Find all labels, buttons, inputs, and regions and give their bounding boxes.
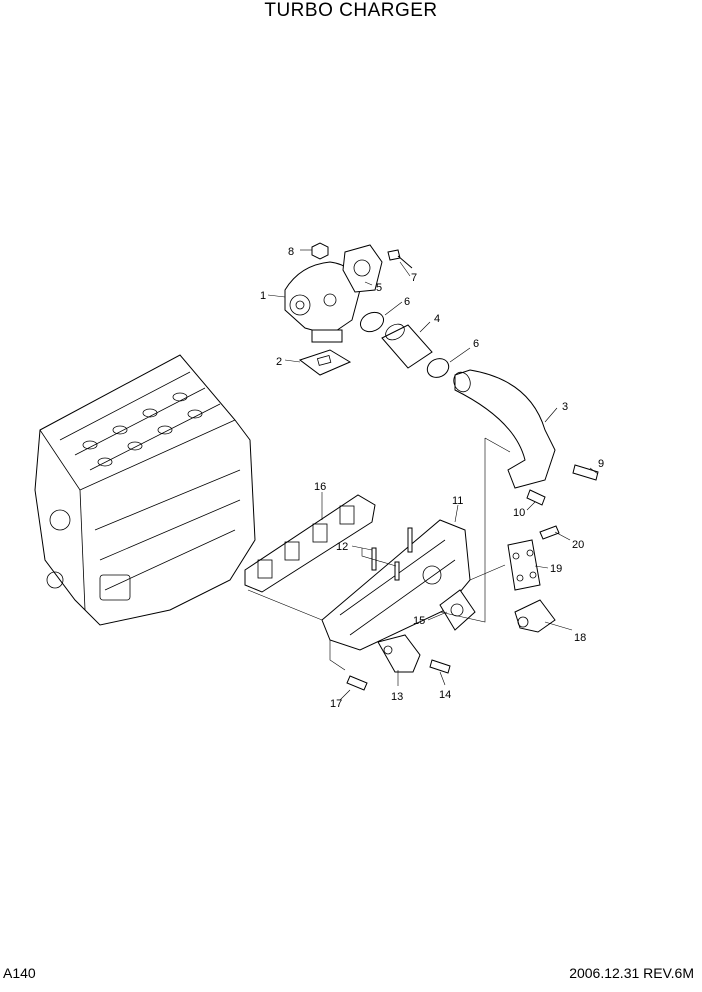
- callout-19: 19: [550, 563, 562, 575]
- engine-block: [34, 354, 256, 626]
- callout-7: 7: [411, 272, 417, 284]
- callout-16: 16: [314, 481, 326, 493]
- page-title: TURBO CHARGER: [264, 0, 438, 21]
- callout-12: 12: [336, 541, 348, 553]
- callout-11: 11: [452, 495, 463, 507]
- callout-14: 14: [439, 689, 451, 701]
- bracket-part-13: [377, 634, 421, 673]
- gasket-part-2: [298, 349, 352, 376]
- callout-5: 5: [376, 282, 382, 294]
- elbow-part-18: [514, 599, 556, 633]
- turbocharger-part-1: [284, 261, 361, 343]
- callout-15: 15: [413, 615, 425, 627]
- gasket-part-5: [342, 244, 383, 293]
- clamp-part-6-upper: [359, 311, 385, 333]
- bolt-part-10: [526, 489, 546, 506]
- pipe-part-3: [454, 369, 556, 489]
- gasket-part-15: [439, 589, 476, 631]
- callout-18: 18: [574, 632, 586, 644]
- callout-4: 4: [434, 313, 440, 325]
- leader-lines: [267, 249, 599, 701]
- stud-part-12: [371, 527, 413, 581]
- callout-8: 8: [288, 246, 294, 258]
- callout-10: 10: [513, 507, 525, 519]
- callout-20: 20: [572, 539, 584, 551]
- bolt-part-9: [572, 464, 599, 481]
- callout-13: 13: [391, 691, 403, 703]
- bolt-part-20: [539, 525, 560, 540]
- cover-part-19: [507, 539, 541, 591]
- callout-1: 1: [260, 290, 266, 302]
- callout-17: 17: [330, 698, 342, 710]
- assembly-guide-lines: [247, 437, 511, 671]
- bolt-part-17: [346, 675, 368, 691]
- clamp-part-6-lower: [426, 358, 450, 378]
- nut-part-8: [311, 242, 329, 260]
- hose-part-4: [381, 324, 433, 369]
- page-code: A140: [3, 965, 36, 981]
- callout-labels: 8 1 2 3 4 5 6 6 7 9 10 11 12 13 14 15 16…: [260, 246, 604, 710]
- callout-2: 2: [276, 356, 282, 368]
- bolt-part-14: [429, 659, 451, 674]
- manifold-gasket-part-16: [244, 494, 376, 593]
- callout-6-upper: 6: [404, 296, 410, 308]
- revision-date: 2006.12.31 REV.6M: [569, 965, 694, 981]
- bolt-part-7: [387, 249, 413, 269]
- callout-9: 9: [598, 458, 604, 470]
- callout-6-lower: 6: [473, 338, 479, 350]
- callout-3: 3: [562, 401, 568, 413]
